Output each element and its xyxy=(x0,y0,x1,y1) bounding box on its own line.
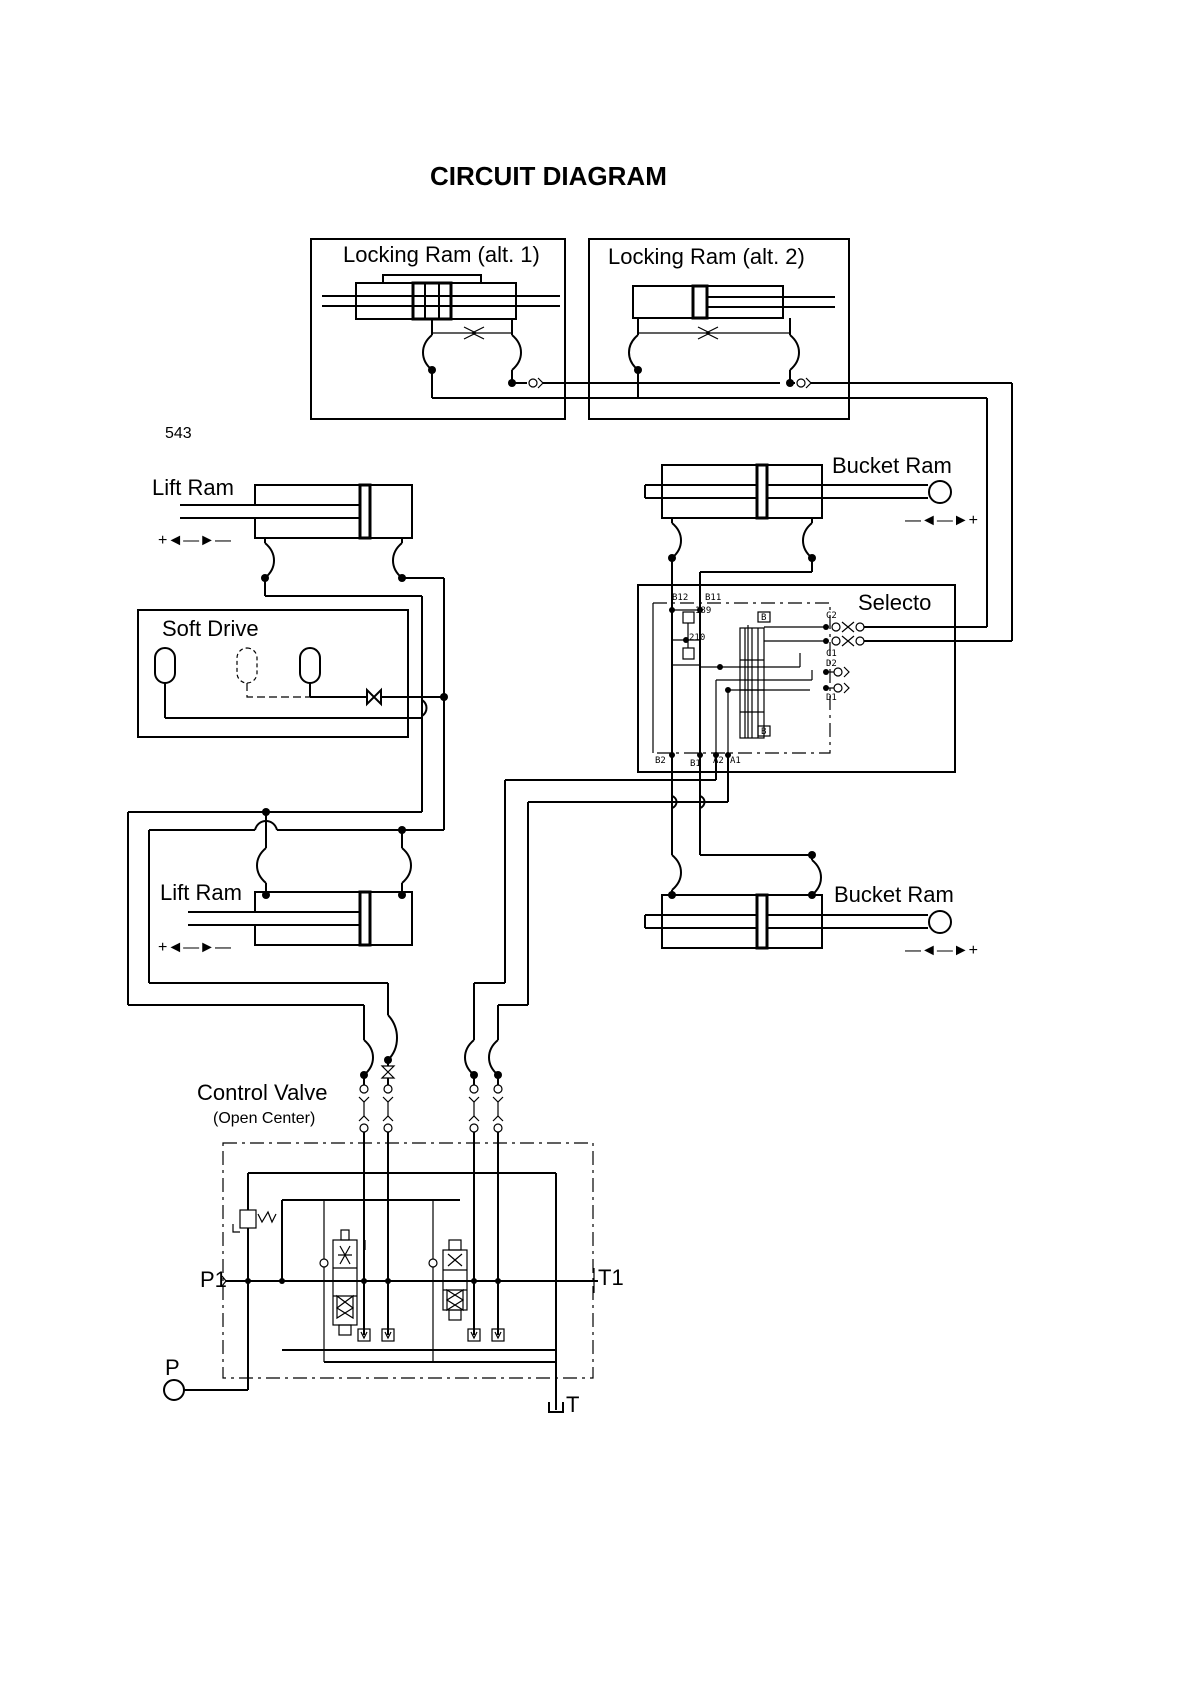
soft-drive-label: Soft Drive xyxy=(162,616,259,641)
lift-ram-upper-direction: +◄—►— xyxy=(158,532,231,549)
locking-ram-alt1: Locking Ram (alt. 1) xyxy=(311,239,565,419)
bucket-ram-lower-direction: —◄—►+ xyxy=(905,942,978,959)
control-valve-label: Control Valve xyxy=(197,1080,327,1105)
lift-ram-lower-label: Lift Ram xyxy=(160,880,242,905)
setting-210: 210 xyxy=(689,633,705,643)
selecto-lower-lines xyxy=(474,755,821,1005)
port-d2: D2 xyxy=(826,659,837,669)
bucket-ram-lower: Bucket Ram —◄—►+ xyxy=(645,882,978,959)
selecto-valve: Selecto B12 B11 189 210 B B xyxy=(638,585,1012,772)
soft-drive: Soft Drive xyxy=(138,610,448,737)
selecto-b-bottom: B xyxy=(761,727,766,737)
control-valve-subtitle: (Open Center) xyxy=(213,1110,315,1127)
bucket-ram-lower-label: Bucket Ram xyxy=(834,882,954,907)
port-b11: B11 xyxy=(705,593,721,603)
selecto-b-top: B xyxy=(761,613,766,623)
port-p-label: P xyxy=(165,1355,180,1380)
locking-ram-alt1-label: Locking Ram (alt. 1) xyxy=(343,242,540,267)
port-a1: A1 xyxy=(730,756,741,766)
port-b12: B12 xyxy=(672,593,688,603)
hose-connections xyxy=(360,983,502,1085)
bucket-ram-upper-label: Bucket Ram xyxy=(832,453,952,478)
locking-ram-alt2: Locking Ram (alt. 2) xyxy=(589,239,849,419)
port-c2: C2 xyxy=(826,611,837,621)
setting-189: 189 xyxy=(695,606,711,616)
bucket-ram-upper: Bucket Ram —◄—►+ xyxy=(645,453,978,598)
port-t-label: T xyxy=(566,1392,579,1417)
lift-ram-lower-direction: +◄—►— xyxy=(158,939,231,956)
selecto-couplings xyxy=(826,622,1012,693)
port-d1: D1 xyxy=(826,693,837,703)
selecto-label: Selecto xyxy=(858,590,931,615)
control-valve: Control Valve (Open Center) P1 T1 xyxy=(164,1080,624,1417)
page-number: 543 xyxy=(165,425,192,442)
diagram-title: CIRCUIT DIAGRAM xyxy=(430,161,667,191)
port-c1: C1 xyxy=(826,649,837,659)
lift-ram-upper: Lift Ram +◄—►— xyxy=(152,475,444,596)
lift-ram-lower: Lift Ram +◄—►— xyxy=(158,880,412,956)
locking-ram-alt2-label: Locking Ram (alt. 2) xyxy=(608,244,805,269)
port-b2: B2 xyxy=(655,756,666,766)
port-p1-label: P1 xyxy=(200,1267,227,1292)
lift-ram-upper-label: Lift Ram xyxy=(152,475,234,500)
bucket-ram-upper-direction: —◄—►+ xyxy=(905,512,978,529)
quick-couplings xyxy=(359,1085,503,1335)
port-t1-label: T1 xyxy=(598,1265,624,1290)
